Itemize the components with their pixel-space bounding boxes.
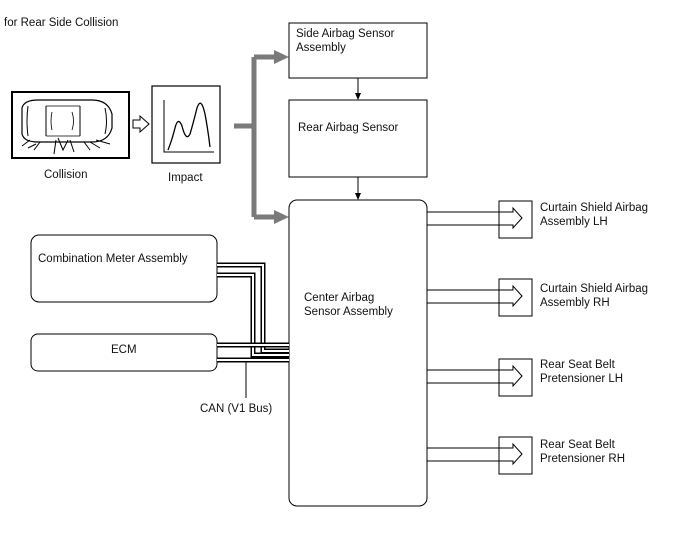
center-airbag-sensor-label: Center Airbag Sensor Assembly — [304, 292, 393, 318]
can-bus-lines — [217, 262, 289, 398]
can-bus-label: CAN (V1 Bus) — [200, 403, 273, 415]
impact-signal-arrows — [234, 50, 289, 224]
rear-airbag-sensor-box — [288, 99, 428, 178]
side-airbag-sensor-label: Side Airbag Sensor Assembly — [296, 28, 395, 54]
center-airbag-sensor-box — [288, 199, 428, 507]
output-pretensioner-rh — [427, 436, 533, 475]
collision-label: Collision — [44, 169, 88, 181]
impact-label: Impact — [168, 172, 203, 184]
combination-meter-label: Combination Meter Assembly — [38, 253, 188, 265]
ecm-box — [30, 333, 218, 372]
impact-waveform-icon — [151, 85, 221, 164]
combination-meter-box — [30, 234, 218, 303]
pretensioner-lh-label: Rear Seat Belt Pretensioner LH — [540, 359, 624, 385]
output-curtain-lh — [427, 200, 533, 239]
curtain-rh-label: Curtain Shield Airbag Assembly RH — [540, 283, 649, 309]
ecm-label: ECM — [111, 344, 137, 356]
output-pretensioner-lh — [427, 358, 533, 397]
rear-airbag-sensor-label: Rear Airbag Sensor — [298, 122, 399, 134]
diagram-title: for Rear Side Collision — [4, 17, 119, 29]
curtain-lh-label: Curtain Shield Airbag Assembly LH — [540, 202, 649, 228]
output-curtain-rh — [427, 278, 533, 317]
pretensioner-rh-label: Rear Seat Belt Pretensioner RH — [540, 439, 626, 465]
side-airbag-sensor-box — [288, 22, 428, 79]
car-collision-icon — [11, 91, 130, 159]
